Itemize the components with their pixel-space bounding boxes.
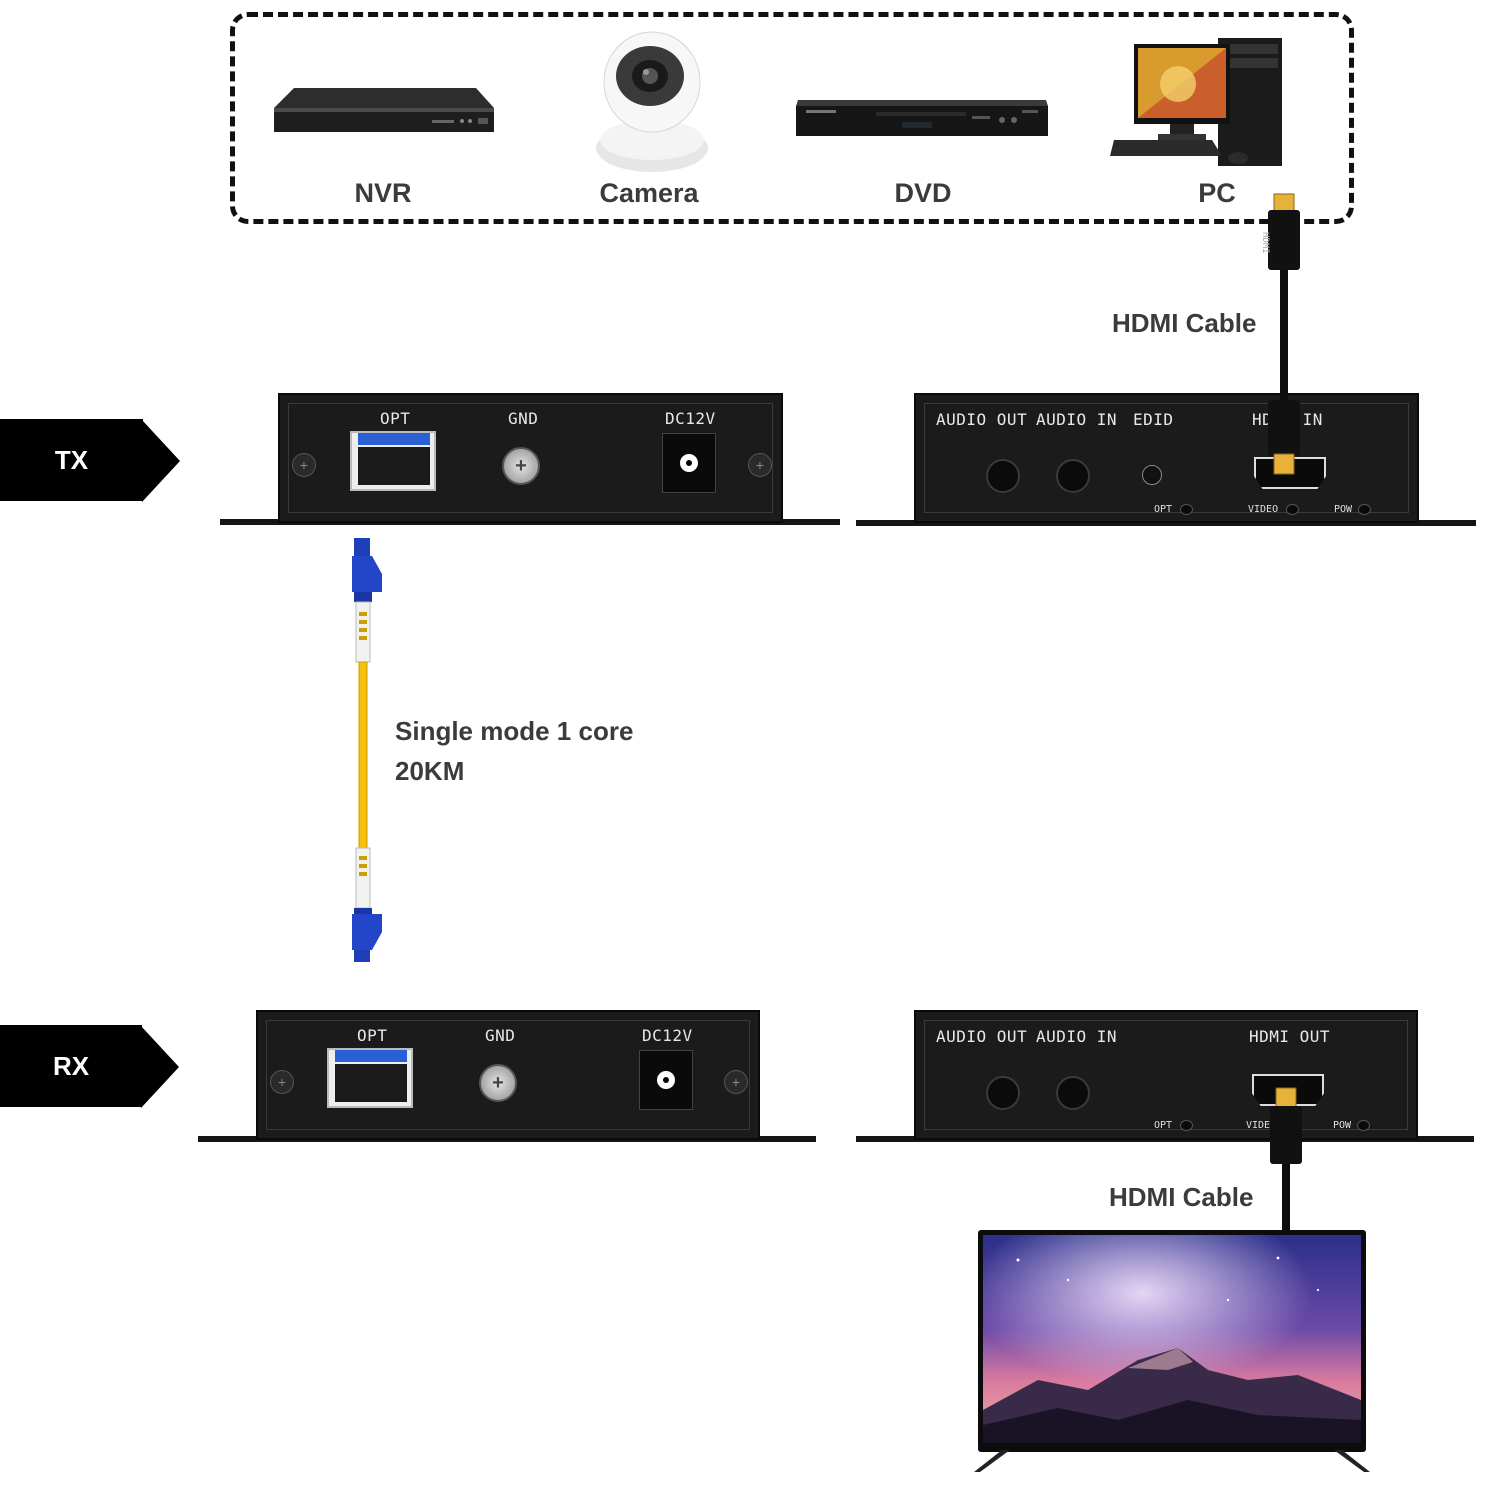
rx-front-screw-right: + xyxy=(724,1070,748,1094)
nvr-device-image xyxy=(274,88,494,132)
dvd-device-image xyxy=(796,100,1048,136)
rx-tag-arrow xyxy=(141,1026,179,1108)
rx-led-opt xyxy=(1180,1120,1193,1131)
pc-label: PC xyxy=(1198,178,1236,208)
tx-audio-out-label: AUDIO OUT xyxy=(936,410,1028,429)
tx-led-pow-label: POW xyxy=(1334,504,1353,515)
rx-front-opt-label: OPT xyxy=(357,1026,388,1045)
tx-front-panel: OPT GND DC12V + + + xyxy=(278,393,783,523)
tx-led-opt xyxy=(1180,504,1193,515)
tx-audio-in-jack[interactable] xyxy=(1056,459,1090,493)
tv-display xyxy=(978,1230,1366,1452)
rx-led-opt-label: OPT xyxy=(1154,1120,1173,1131)
fiber-cable-label-line2: 20KM xyxy=(395,756,465,786)
rx-audio-in-label: AUDIO IN xyxy=(1036,1027,1118,1046)
rx-front-screw-left: + xyxy=(270,1070,294,1094)
tx-tag-arrow xyxy=(142,420,180,502)
fiber-patch-cable xyxy=(352,538,382,962)
camera-device-image xyxy=(596,31,708,172)
tx-back-flange xyxy=(856,520,1476,526)
tx-led-video-label: VIDEO xyxy=(1248,504,1279,515)
hdmi-plug-tx xyxy=(1268,390,1300,475)
hdmi-plug-text-top: HDMI xyxy=(1260,232,1270,254)
rx-front-panel: OPT GND DC12V + + + xyxy=(256,1010,760,1140)
rx-audio-out-jack[interactable] xyxy=(986,1076,1020,1110)
tx-audio-in-label: AUDIO IN xyxy=(1036,410,1118,429)
rx-led-pow-label: POW xyxy=(1333,1120,1352,1131)
rx-tag: RX xyxy=(0,1025,142,1107)
fiber-cable-label-line1: Single mode 1 core xyxy=(395,716,634,746)
tx-led-opt-label: OPT xyxy=(1154,504,1173,515)
camera-label: Camera xyxy=(599,178,699,208)
tx-front-gnd-label: GND xyxy=(508,409,539,428)
tx-led-video xyxy=(1286,504,1299,515)
rx-front-dc-label: DC12V xyxy=(642,1026,693,1045)
rx-sfp-port[interactable] xyxy=(327,1048,413,1108)
tv-stand xyxy=(974,1450,1370,1472)
rx-dc-jack[interactable] xyxy=(639,1050,693,1110)
nvr-label: NVR xyxy=(354,178,412,208)
rx-hdmi-out-label: HDMI OUT xyxy=(1249,1027,1331,1046)
rx-led-video-label: VIDEO xyxy=(1246,1120,1277,1131)
tx-front-opt-label: OPT xyxy=(380,409,411,428)
rx-audio-out-label: AUDIO OUT xyxy=(936,1027,1028,1046)
tx-edid-button[interactable] xyxy=(1142,465,1162,485)
tx-tag: TX xyxy=(0,419,143,501)
tx-back-panel: AUDIO OUT AUDIO IN EDID HDMI IN OPT VIDE… xyxy=(914,393,1419,523)
rx-audio-in-jack[interactable] xyxy=(1056,1076,1090,1110)
hdmi-cable-bottom xyxy=(1270,1087,1302,1234)
tx-front-screw-right: + xyxy=(748,453,772,477)
rx-gnd-screw: + xyxy=(479,1064,517,1102)
tx-gnd-screw: + xyxy=(502,447,540,485)
tx-dc-jack[interactable] xyxy=(662,433,716,493)
tx-led-pow xyxy=(1358,504,1371,515)
hdmi-cable-bottom-label: HDMI Cable xyxy=(1109,1182,1254,1212)
tx-edid-label: EDID xyxy=(1133,410,1174,429)
tx-front-screw-left: + xyxy=(292,453,316,477)
tx-front-dc-label: DC12V xyxy=(665,409,716,428)
tx-audio-out-jack[interactable] xyxy=(986,459,1020,493)
pc-device-image xyxy=(1110,38,1282,166)
source-devices-box xyxy=(230,12,1354,224)
dvd-label: DVD xyxy=(894,178,952,208)
rx-led-pow xyxy=(1357,1120,1370,1131)
tx-sfp-port[interactable] xyxy=(350,431,436,491)
rx-front-gnd-label: GND xyxy=(485,1026,516,1045)
hdmi-cable-top-label: HDMI Cable xyxy=(1112,308,1257,338)
rx-back-panel: AUDIO OUT AUDIO IN HDMI OUT OPT VIDEO PO… xyxy=(914,1010,1418,1140)
